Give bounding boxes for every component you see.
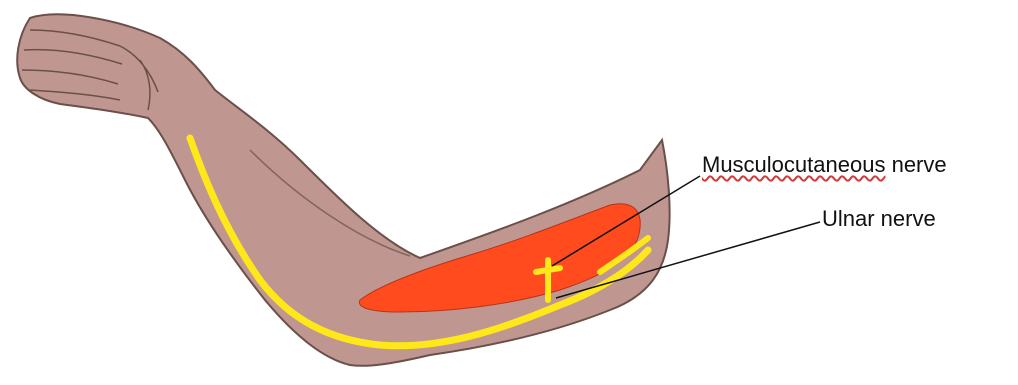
musculocutaneous-nerve-label: Musculocutaneous nerve [702,154,947,176]
arm [17,14,669,365]
musculocutaneous-word: Musculocutaneous [702,152,885,177]
nerve-word: nerve [892,152,947,177]
arm-skin [17,14,669,365]
ulnar-nerve-label: Ulnar nerve [822,208,936,230]
